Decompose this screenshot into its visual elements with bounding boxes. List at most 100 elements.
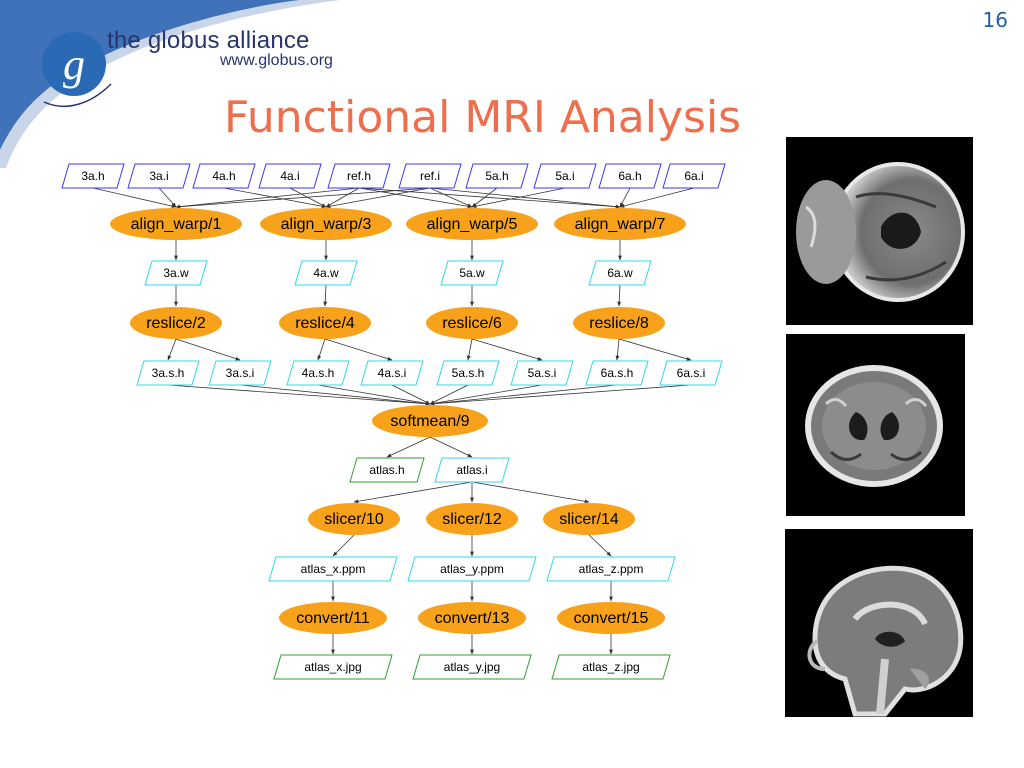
globus-logo: g xyxy=(42,32,112,107)
file-label: 5a.s.h xyxy=(452,366,485,380)
edge-ref-h-to-align-warp-5 xyxy=(358,187,473,209)
file-label: 6a.h xyxy=(618,169,641,183)
process-shape xyxy=(308,503,400,535)
process-shape xyxy=(372,405,488,437)
process-label: align_warp/3 xyxy=(281,216,372,233)
file-shape xyxy=(61,163,125,189)
file-shape xyxy=(360,360,424,386)
edge-reslice-6-to-5a-s-i xyxy=(471,338,543,361)
file-label: 4a.w xyxy=(313,266,339,280)
atlas-file-atlas-i: atlas.i xyxy=(434,457,510,483)
edge-ref-i-to-align-warp-1 xyxy=(175,187,431,209)
edge-6a-w-to-reslice-8 xyxy=(617,284,622,307)
edge-5a-s-h-to-softmean-9 xyxy=(429,384,469,405)
process-shape xyxy=(554,208,686,240)
edge-5a-i-to-align-warp-5 xyxy=(471,187,566,209)
logo-letter: g xyxy=(63,40,85,89)
resliced-file-3a-s-h: 3a.s.h xyxy=(136,360,200,386)
edge-reslice-2-to-3a-s-h xyxy=(167,338,177,361)
edge-atlas-i-to-slicer-10 xyxy=(353,481,473,504)
file-shape xyxy=(407,556,537,582)
file-label: 3a.s.h xyxy=(152,366,185,380)
process-shape xyxy=(557,602,665,634)
file-label: 3a.s.i xyxy=(226,366,255,380)
slide-title: Functional MRI Analysis xyxy=(224,92,742,143)
file-shape xyxy=(585,360,649,386)
process-label: reslice/2 xyxy=(146,315,206,332)
page-number: 16 xyxy=(982,8,1008,32)
edge-4a-i-to-align-warp-3 xyxy=(289,187,327,208)
process-shape xyxy=(426,307,518,339)
jpg-file-atlas-z-jpg: atlas_z.jpg xyxy=(551,654,671,680)
process-softmean-9: softmean/9 xyxy=(372,405,488,437)
file-label: 5a.s.i xyxy=(528,366,557,380)
mri-image-3 xyxy=(785,529,973,717)
input-file-6a-h: 6a.h xyxy=(598,163,662,189)
input-file-5a-i: 5a.i xyxy=(533,163,597,189)
edge-reslice-6-to-5a-s-h xyxy=(466,338,473,361)
file-label: 4a.s.h xyxy=(302,366,335,380)
file-label: ref.i xyxy=(420,169,440,183)
file-shape xyxy=(136,360,200,386)
file-shape xyxy=(349,457,425,483)
file-shape xyxy=(598,163,662,189)
file-label: atlas_z.jpg xyxy=(582,660,639,674)
process-reslice-8: reslice/8 xyxy=(573,307,665,339)
process-label: reslice/8 xyxy=(589,315,649,332)
file-label: atlas_z.ppm xyxy=(579,562,644,576)
edge-ref-i-to-align-warp-3 xyxy=(325,187,431,209)
resliced-file-6a-s-i: 6a.s.i xyxy=(659,360,723,386)
process-label: align_warp/5 xyxy=(427,216,518,233)
edge-6a-s-h-to-softmean-9 xyxy=(429,384,618,406)
resliced-file-6a-s-h: 6a.s.h xyxy=(585,360,649,386)
file-shape xyxy=(144,260,208,286)
process-shape xyxy=(279,307,371,339)
brand-name: the globus alliance xyxy=(107,27,310,54)
process-shape xyxy=(110,208,242,240)
file-shape xyxy=(588,260,652,286)
edge-4a-s-i-to-softmean-9 xyxy=(391,384,431,405)
resliced-file-5a-s-h: 5a.s.h xyxy=(436,360,500,386)
mri-axial-ventricles-image xyxy=(805,365,943,487)
file-label: atlas_y.ppm xyxy=(440,562,504,576)
brand-url: www.globus.org xyxy=(220,52,333,69)
file-shape xyxy=(412,654,532,680)
file-label: 3a.w xyxy=(163,266,189,280)
file-shape xyxy=(533,163,597,189)
file-label: atlas_x.jpg xyxy=(304,660,361,674)
file-label: 6a.s.h xyxy=(601,366,634,380)
file-label: atlas_y.jpg xyxy=(444,660,500,674)
edge-reslice-8-to-6a-s-h xyxy=(615,338,620,361)
process-align-warp-3: align_warp/3 xyxy=(260,208,392,240)
process-label: align_warp/7 xyxy=(575,216,666,233)
atlas-file-atlas-h: atlas.h xyxy=(349,457,425,483)
edge-ref-i-to-align-warp-7 xyxy=(429,187,621,209)
edge-3a-i-to-align-warp-1 xyxy=(158,187,177,208)
edge-4a-h-to-align-warp-3 xyxy=(223,187,327,209)
input-file-4a-h: 4a.h xyxy=(192,163,256,189)
edge-slicer-14-to-atlas-z-ppm xyxy=(588,534,612,557)
process-label: reslice/6 xyxy=(442,315,502,332)
process-shape xyxy=(573,307,665,339)
process-label: slicer/14 xyxy=(559,511,619,528)
file-shape xyxy=(286,360,350,386)
process-label: softmean/9 xyxy=(390,413,469,430)
input-file-ref-h: ref.h xyxy=(327,163,391,189)
edge-ref-h-to-align-warp-3 xyxy=(325,187,360,208)
file-shape xyxy=(662,163,726,189)
file-label: 5a.i xyxy=(555,169,574,183)
process-align-warp-5: align_warp/5 xyxy=(406,208,538,240)
file-shape xyxy=(436,360,500,386)
warp-file-6a-w: 6a.w xyxy=(588,260,652,286)
file-shape xyxy=(127,163,191,189)
file-shape xyxy=(327,163,391,189)
resliced-file-5a-s-i: 5a.s.i xyxy=(510,360,574,386)
resliced-file-4a-s-h: 4a.s.h xyxy=(286,360,350,386)
file-shape xyxy=(440,260,504,286)
mri-image-2 xyxy=(786,334,965,516)
edge-slicer-10-to-atlas-x-ppm xyxy=(332,534,355,557)
file-shape xyxy=(192,163,256,189)
edge-ref-h-to-align-warp-1 xyxy=(175,187,360,209)
edge-reslice-4-to-4a-s-i xyxy=(324,338,393,361)
file-label: atlas.i xyxy=(456,463,487,477)
